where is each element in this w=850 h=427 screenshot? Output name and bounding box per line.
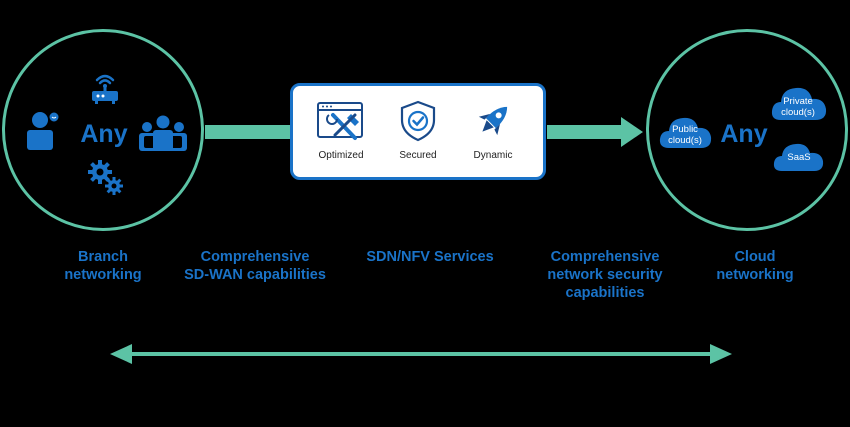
service-label: Secured <box>399 150 437 161</box>
browser-tools-icon <box>317 102 363 140</box>
security-caption: Comprehensive network security capabilit… <box>535 248 675 302</box>
caption-line: Comprehensive <box>200 249 310 265</box>
cloud-label-line: cloud(s) <box>668 135 702 146</box>
saas-cloud-icon <box>773 143 824 171</box>
private-cloud-icon <box>771 87 827 120</box>
cloud-label-line: SaaS <box>787 152 811 163</box>
cloud-label-line: Public <box>672 124 698 135</box>
caption-line: Branch <box>78 249 128 265</box>
sdwan-caption: Comprehensive SD-WAN capabilities <box>180 248 330 284</box>
cloud-any-label: Any <box>720 120 768 148</box>
shield-check-icon <box>400 100 436 142</box>
service-secured: Secured <box>378 100 458 161</box>
gears-icon <box>88 160 123 195</box>
saas-cloud-label: SaaS <box>774 152 824 163</box>
caption-line: network security <box>547 267 663 283</box>
branch-caption: Branch networking <box>48 248 158 284</box>
caption-line: networking <box>64 267 142 283</box>
caption-line: Comprehensive <box>550 249 660 265</box>
wifi-router-icon <box>92 74 118 104</box>
cloud-label-line: Private <box>783 96 813 107</box>
private-cloud-label: Private cloud(s) <box>773 96 823 118</box>
cloud-circle <box>646 29 848 231</box>
service-label: Optimized <box>318 150 364 161</box>
group-icon <box>139 115 187 151</box>
cloud-caption: Cloud networking <box>695 248 815 284</box>
double-headed-arrow <box>110 344 732 364</box>
caption-line: networking <box>716 267 794 283</box>
branch-circle <box>2 29 204 231</box>
services-box: Optimized Secured Dynamic <box>290 83 546 180</box>
right-connector-bar <box>547 125 623 139</box>
left-connector-bar <box>205 125 291 139</box>
public-cloud-label: Public cloud(s) <box>660 124 710 146</box>
caption-line: SD-WAN capabilities <box>184 267 326 283</box>
rocket-icon <box>478 106 508 136</box>
caption-line: capabilities <box>565 285 645 301</box>
service-optimized: Optimized <box>301 100 381 161</box>
public-cloud-icon <box>659 117 712 148</box>
cloud-label-line: cloud(s) <box>781 107 815 118</box>
person-icon <box>27 111 60 150</box>
service-dynamic: Dynamic <box>453 100 533 161</box>
caption-line: Cloud <box>734 249 776 265</box>
right-arrow-head <box>621 117 643 147</box>
sdn-nfv-caption: SDN/NFV Services <box>366 249 494 265</box>
service-label: Dynamic <box>473 150 513 161</box>
branch-any-label: Any <box>80 120 128 148</box>
